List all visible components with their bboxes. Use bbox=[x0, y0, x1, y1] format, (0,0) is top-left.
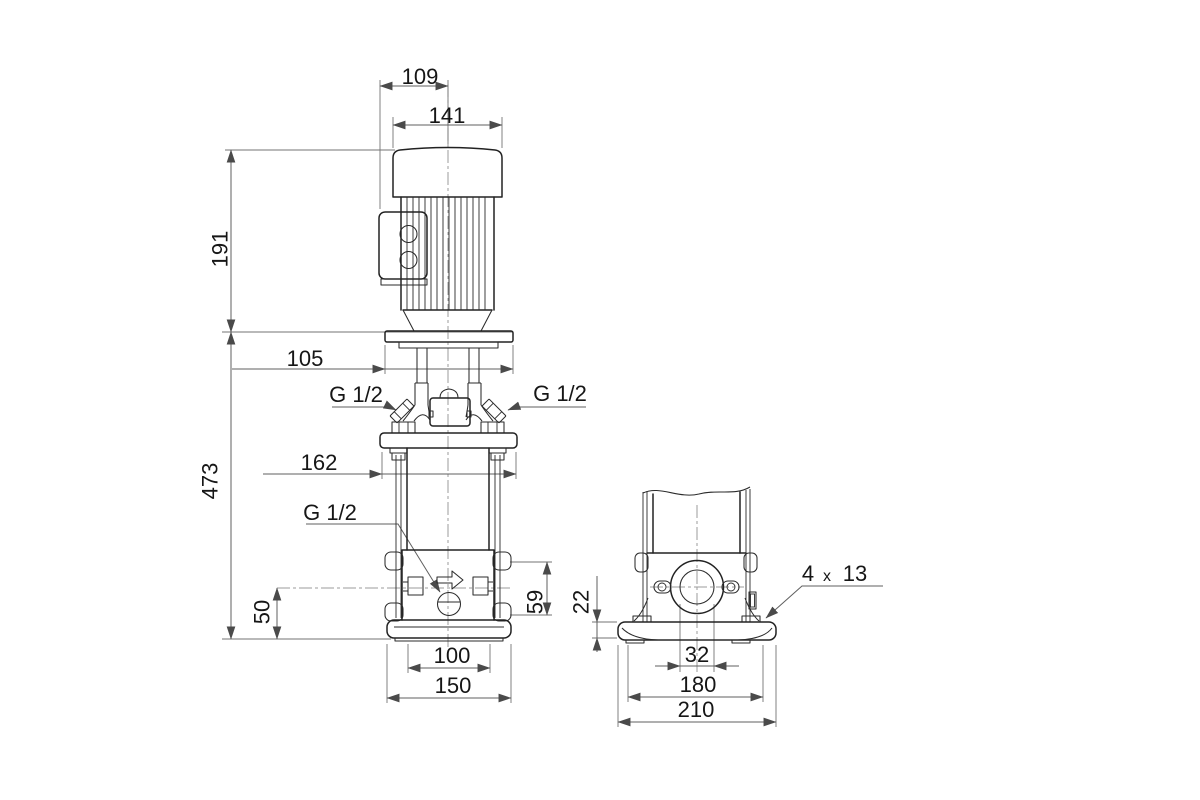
label-vent-plug-right: G 1/2 bbox=[533, 381, 587, 406]
centerlines bbox=[277, 84, 744, 672]
pump-base-front bbox=[386, 619, 512, 639]
dim-motor-width: 141 bbox=[429, 103, 466, 128]
vent-plug-left bbox=[389, 398, 415, 424]
extension-lines bbox=[222, 80, 777, 727]
dim-port-block-height: 59 bbox=[523, 590, 548, 614]
dim-bolt-holes-count: 4 bbox=[802, 561, 814, 586]
dim-base-plate-height: 22 bbox=[569, 590, 594, 614]
right-view-base bbox=[617, 486, 777, 644]
port-bore bbox=[679, 569, 715, 605]
plug-boss-right bbox=[480, 421, 505, 434]
dim-base-width-side: 210 bbox=[678, 697, 715, 722]
pump-head-flange bbox=[379, 432, 518, 449]
coupling bbox=[429, 397, 471, 427]
cable-gland-hole bbox=[399, 224, 418, 244]
motor-fan-cover bbox=[392, 146, 503, 198]
label-drain-plug: G 1/2 bbox=[303, 500, 357, 525]
gauge-port-boss-right bbox=[472, 576, 489, 596]
shaft-cap bbox=[439, 388, 459, 399]
drain-plug bbox=[436, 591, 462, 617]
dim-motor-height: 191 bbox=[208, 231, 233, 268]
motor-fins bbox=[406, 197, 486, 310]
dim-head-flange-width: 162 bbox=[301, 450, 338, 475]
dimension-labels: 109 141 191 105 G 1/2 G 1/2 473 162 G 1/… bbox=[198, 64, 868, 722]
motor-flange bbox=[384, 330, 514, 343]
motor-stool-legs bbox=[414, 348, 482, 405]
staybolts-side bbox=[642, 489, 751, 622]
dim-base-inner-width: 100 bbox=[434, 643, 471, 668]
dim-stool-width: 105 bbox=[287, 346, 324, 371]
motor-terminal-box bbox=[378, 211, 428, 280]
dimension-lines bbox=[226, 81, 883, 727]
dim-bolt-holes-size: 13 bbox=[843, 561, 867, 586]
nameplate-tab bbox=[748, 591, 757, 610]
dim-bolt-holes-separator: x bbox=[823, 568, 831, 585]
dim-bolt-hole-spacing: 180 bbox=[680, 672, 717, 697]
label-vent-plug-left: G 1/2 bbox=[329, 382, 383, 407]
dim-motor-top-offset: 109 bbox=[402, 64, 439, 89]
base-chamber bbox=[401, 549, 495, 621]
dim-base-width-front: 150 bbox=[435, 673, 472, 698]
staybolts bbox=[395, 455, 501, 618]
cable-gland-hole bbox=[399, 250, 418, 270]
dim-port-bore: 32 bbox=[685, 642, 709, 667]
flow-direction-arrow bbox=[436, 570, 464, 590]
flange-slot-left bbox=[653, 580, 672, 594]
outer-sleeve bbox=[406, 447, 490, 551]
vent-plug-right bbox=[481, 398, 507, 424]
plug-boss-left bbox=[391, 421, 416, 434]
gauge-port-boss-left bbox=[407, 576, 424, 596]
sleeve-side bbox=[652, 491, 741, 554]
left-view-pump bbox=[378, 146, 518, 642]
dim-drain-height: 50 bbox=[250, 600, 275, 624]
flange-slot-right bbox=[721, 580, 740, 594]
dim-pump-height: 473 bbox=[198, 463, 223, 500]
break-line bbox=[642, 486, 751, 496]
